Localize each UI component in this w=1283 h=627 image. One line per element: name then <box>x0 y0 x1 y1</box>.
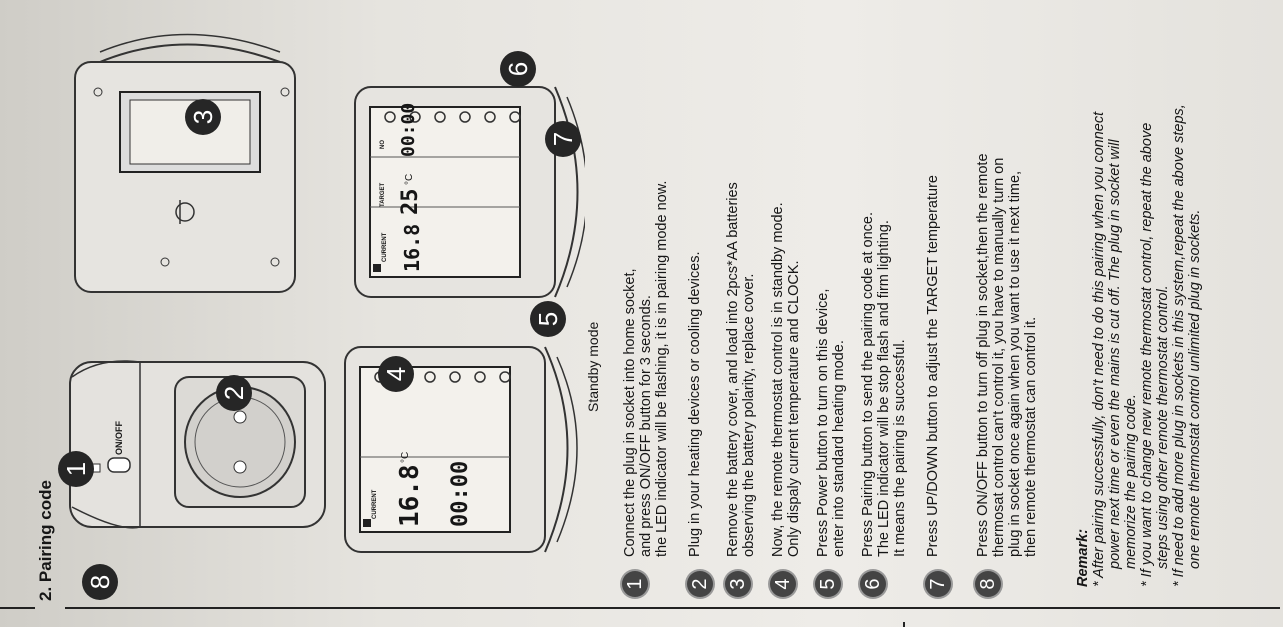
step-6-line-2: The LED indicator will be stop flash and… <box>876 220 892 557</box>
callout-7: 7 <box>545 121 581 157</box>
step-7-line-1: Press UP/DOWN button to adjust the TARGE… <box>925 175 941 557</box>
step-8-line-4: then remote thermostat can control it. <box>1023 316 1039 557</box>
standby-current-label: CURRENT <box>372 489 378 519</box>
callout-4: 4 <box>378 356 414 392</box>
step-3-badge: 3 <box>725 571 751 597</box>
active-no-label: NO <box>380 140 386 149</box>
step-6-line-1: Press Pairing button to send the pairing… <box>860 212 876 557</box>
step-4-badge: 4 <box>770 571 796 597</box>
step-4-line-1: Now, the remote thermostat control is in… <box>770 202 786 557</box>
remark-line-1: * After pairing successfully, don't need… <box>1091 111 1107 587</box>
thermostat-active-illustration <box>354 86 585 298</box>
thermostat-battery-cover-illustration <box>74 33 296 293</box>
remark-line-3: memorize the pairing code. <box>1123 394 1139 569</box>
standby-clock: 00:00 <box>448 460 473 527</box>
remark-line-4: * If you want to change new remote therm… <box>1139 122 1155 587</box>
standby-mode-caption: Standby mode <box>585 321 601 412</box>
active-current-label: CURRENT <box>382 232 388 262</box>
step-1-badge: 1 <box>622 571 648 597</box>
frame-top-rule <box>0 607 35 609</box>
step-3-line-2: observing the battery polarity, replace … <box>741 273 757 557</box>
callout-3: 3 <box>185 99 221 135</box>
step-2-line-1: Plug in your heating devices or cooling … <box>687 251 703 557</box>
onoff-button-label: ON/OFF <box>114 421 124 455</box>
step-6-line-3: It means the pairing is successful. <box>892 339 908 557</box>
step-5-badge: 5 <box>815 571 841 597</box>
remark-line-2: power next time or even the mains is cut… <box>1107 139 1123 569</box>
step-8-line-3: plug in socket once again when you want … <box>1007 170 1023 557</box>
active-temp-unit: °C <box>404 173 415 185</box>
step-5-line-2: enter into standard heating mode. <box>831 340 847 557</box>
step-4-line-2: Only dispaly current temperature and CLO… <box>786 260 802 557</box>
remark-block: Remark: * After pairing successfully, do… <box>1075 0 1203 587</box>
step-8-line-1: Press ON/OFF button to turn off plug in … <box>975 153 991 557</box>
standby-temp-unit: °C <box>400 451 411 463</box>
section-title: 2. Pairing code <box>36 480 55 601</box>
active-current-temp: 16.8 <box>400 223 424 272</box>
step-8-line-2: thermosat control can't control it, you … <box>991 157 1007 557</box>
standby-current-temp: 16.8 <box>395 464 425 527</box>
step-1-line-3: the LED indicator will be flashing, it i… <box>654 180 670 557</box>
step-5-line-1: Press Power button to turn on this devic… <box>815 288 831 557</box>
remark-heading: Remark: <box>1075 528 1091 587</box>
active-target-temp: 25 <box>398 188 423 216</box>
plug-socket-illustration <box>69 360 326 529</box>
callout-5: 5 <box>530 301 566 337</box>
step-3-line-1: Remove the battery cover, and load into … <box>725 182 741 557</box>
remark-line-7: one remote thermostat control unlimited … <box>1187 209 1203 569</box>
thermostat-standby-illustration <box>344 346 578 553</box>
step-2-badge: 2 <box>687 571 713 597</box>
callout-1: 1 <box>58 451 94 487</box>
callout-2: 2 <box>216 375 252 411</box>
active-target-label: TARGET <box>380 182 386 207</box>
step-6-badge: 6 <box>860 571 886 597</box>
step-8-badge: 8 <box>975 571 1001 597</box>
active-clock: 00:00 <box>398 102 419 157</box>
step-1-line-2: and press ON/OFF button for 3 seconds. <box>638 295 654 557</box>
frame-left-rule <box>65 607 1280 609</box>
frame-divider-rule <box>903 622 905 627</box>
remark-line-6: * If need to add more plug in sockets in… <box>1171 104 1187 587</box>
step-7-badge: 7 <box>925 571 951 597</box>
callout-6: 6 <box>500 51 536 87</box>
step-1-line-1: Connect the plug in socket into home soc… <box>622 268 638 557</box>
remark-line-5: steps using other remote thermostat cont… <box>1155 285 1171 569</box>
callout-8: 8 <box>82 564 118 600</box>
